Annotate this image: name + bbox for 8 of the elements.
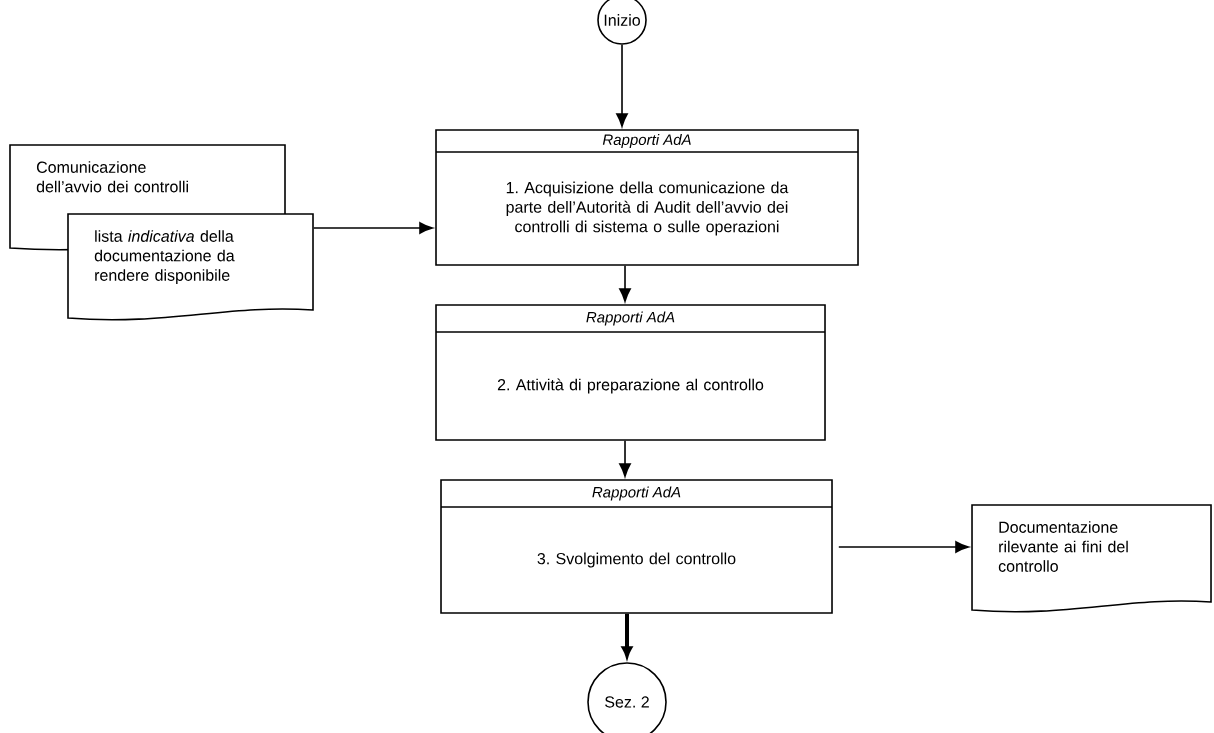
arrow	[619, 265, 631, 302]
arrow	[838, 541, 969, 553]
arrow	[313, 222, 433, 234]
process-box: Rapporti AdA 2. Attività di preparazione al controllo	[435, 304, 826, 441]
arrow	[619, 440, 631, 477]
arrow	[616, 44, 628, 127]
process-box: Rapporti AdA 3. Svolgimento del controllo	[440, 479, 833, 614]
process-box: Rapporti AdA 1. Acquisizione della comunicazione da parte dell’Autorità di Audit dell’avvio dei controlli di sistema o sulle operazioni	[435, 129, 859, 266]
